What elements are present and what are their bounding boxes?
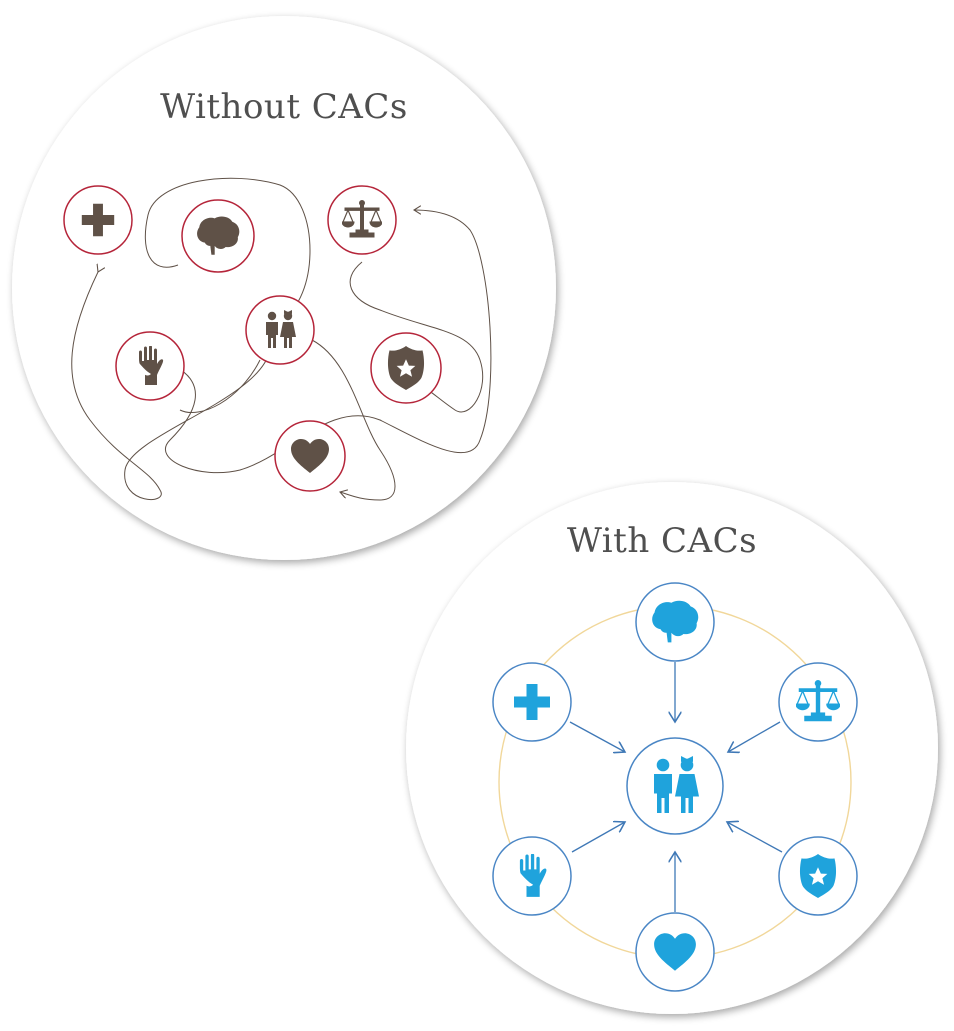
without-cacs-background-circle [12, 16, 556, 560]
with-node-mental-health [635, 582, 715, 662]
tangled-path-5 [311, 339, 396, 501]
without-node-wellbeing [274, 420, 346, 492]
arrow-justice [728, 721, 781, 752]
without-node-advocacy [115, 331, 185, 401]
without-node-children [245, 295, 315, 365]
arrow-law-enforcement [727, 822, 783, 853]
children-node-ring [245, 295, 315, 365]
tangled-path-1 [71, 272, 271, 500]
with-cacs-title: With CACs [567, 521, 757, 561]
with-node-wellbeing [635, 912, 715, 992]
without-node-medical [63, 185, 133, 255]
coordinated-arrows [569, 662, 783, 912]
center-children-node-ring [626, 737, 724, 835]
with-node-medical [492, 662, 572, 742]
with-node-law-enforcement [778, 836, 858, 916]
with-node-justice [778, 662, 858, 742]
without-node-law-enforcement [370, 332, 442, 404]
tangled-path-4 [349, 261, 484, 413]
tangled-path-6 [179, 359, 261, 414]
without-node-mental-health [181, 199, 255, 273]
tangled-path-3 [159, 210, 492, 474]
arrow-advocacy [571, 822, 625, 853]
without-cacs-panel: Without CACs [12, 16, 556, 560]
tangled-path-2 [144, 177, 311, 320]
with-node-children-center [626, 737, 724, 835]
without-node-justice [327, 185, 397, 255]
with-cacs-panel: With CACs [406, 482, 938, 1014]
with-node-advocacy [492, 836, 572, 916]
tangled-referral-paths [71, 177, 492, 501]
without-cacs-title: Without CACs [160, 87, 408, 127]
arrow-medical [569, 721, 625, 752]
